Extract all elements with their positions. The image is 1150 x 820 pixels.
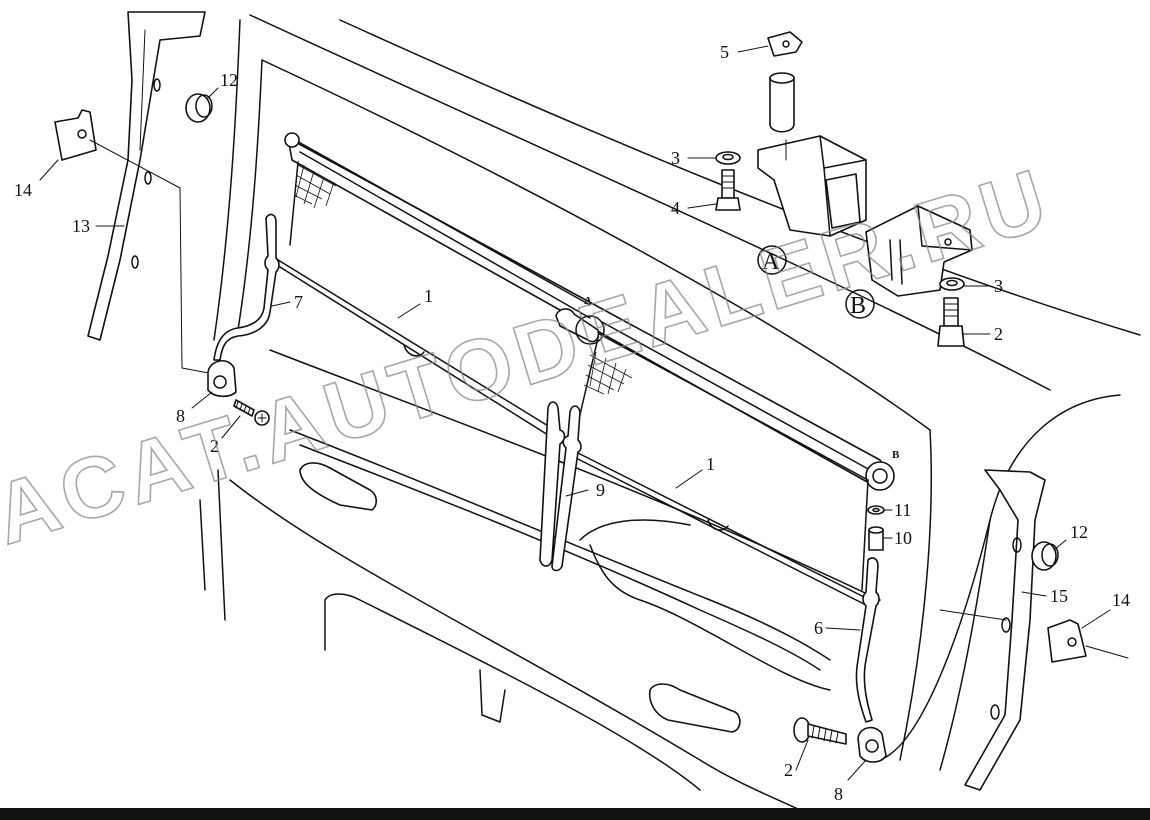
label-3-right: 3 [994,276,1003,296]
label-15: 15 [1050,586,1068,606]
label-1-upper: 1 [424,286,433,306]
label-8-left: 8 [176,406,185,426]
label-10: 10 [894,528,912,548]
label-11: 11 [894,500,911,520]
detail-marker-b: B [892,449,900,461]
part-2-screw-left [233,399,270,426]
label-2-left: 2 [210,436,219,456]
part-12-plug-right [1031,541,1059,571]
svg-text:A: A [762,249,780,275]
bottom-border [0,808,1150,820]
label-14-left: 14 [14,180,32,200]
part-14-clip-left [54,109,215,375]
part-14-clip-right [1047,619,1129,663]
part-12-plug-left [185,93,213,123]
part-8-mount-right [857,726,887,763]
detail-b-callout: B [845,289,875,319]
net-hatch-left [293,164,337,209]
leader-lines [39,45,1111,781]
label-8-bottom: 8 [834,784,843,804]
detail-a-assembly [715,31,867,237]
label-7: 7 [294,292,303,312]
label-5: 5 [720,42,729,62]
label-9: 9 [596,480,605,500]
part-number-labels: 5 3 4 3 2 1 1 7 9 6 11 10 2 8 8 2 12 13 … [14,42,1130,804]
part-10-spacer [868,526,884,551]
part-8-mount-left [207,360,237,398]
label-3-upper: 3 [671,148,680,168]
upper-shelf-rail: B [284,132,900,491]
net-hatch-center [583,351,633,395]
label-4: 4 [671,198,680,218]
label-14-right: 14 [1112,590,1130,610]
dashboard-outline [199,349,881,811]
svg-text:B: B [850,293,866,319]
part-9-bracket: A [539,295,605,572]
label-2-bottom: 2 [784,760,793,780]
detail-a-callout: A [757,245,787,275]
part-6-hook [855,557,880,723]
detail-marker-a: A [584,295,592,307]
part-2-bolt-right [793,717,847,745]
label-2-upper-right: 2 [994,324,1003,344]
detail-b-assembly [865,205,973,347]
label-12-right: 12 [1070,522,1088,542]
part-15-right-pillar [939,469,1046,791]
label-6: 6 [814,618,823,638]
part-7-hook [213,213,280,361]
label-1-lower: 1 [706,454,715,474]
part-1-rod [269,254,867,605]
part-13-left-pillar [87,11,206,341]
label-13: 13 [72,216,90,236]
part-11-washer [867,505,885,515]
label-12-left: 12 [220,70,238,90]
